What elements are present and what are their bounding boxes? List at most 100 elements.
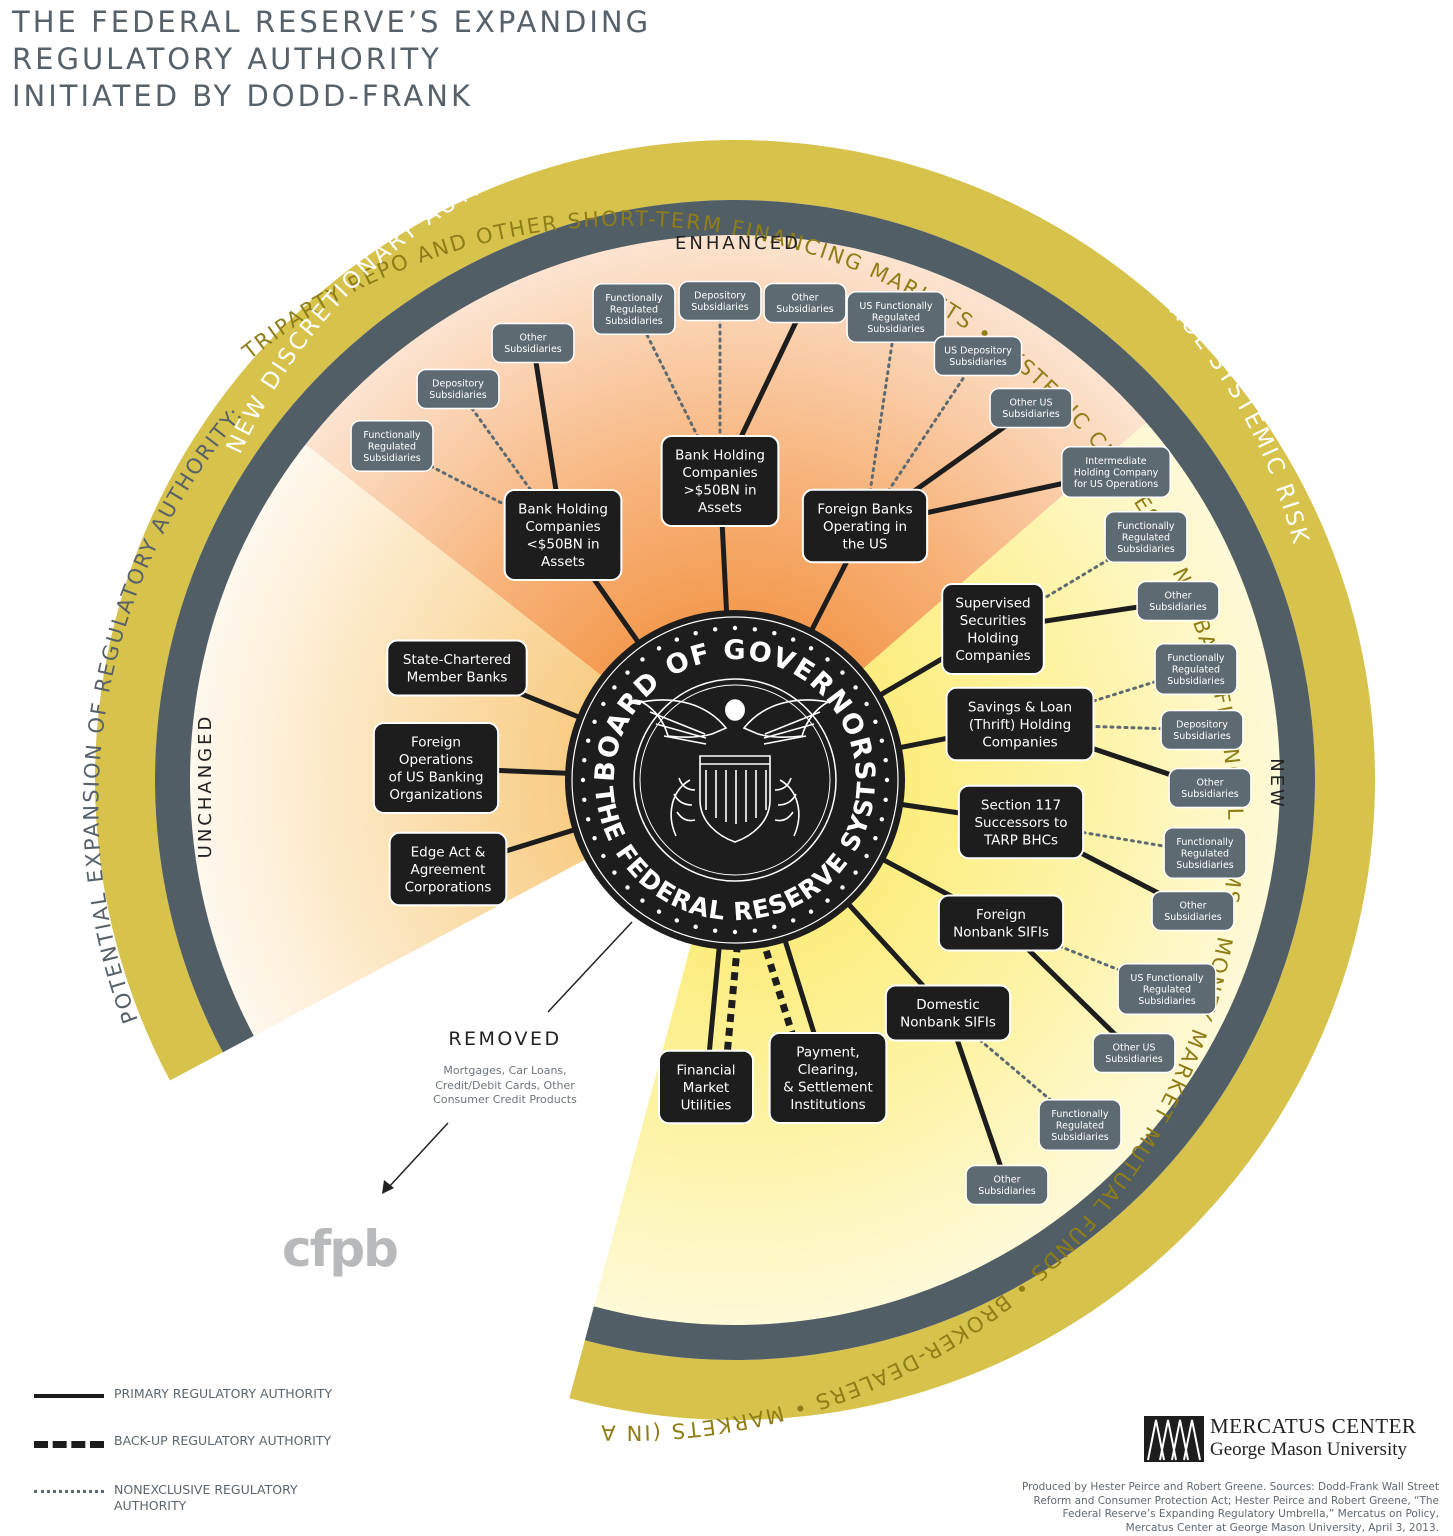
seal-star	[612, 685, 617, 690]
seal-star	[879, 738, 885, 743]
seal-star	[732, 625, 738, 631]
seal-star	[693, 924, 698, 930]
legend-dashed-line	[34, 1441, 104, 1448]
node-label-line: Companies	[982, 734, 1057, 750]
seal-star	[674, 637, 680, 642]
seal-star	[864, 701, 869, 707]
node-label-line: Bank Holding	[518, 502, 608, 518]
node-label-line: Bank Holding	[675, 448, 765, 464]
node-box	[388, 831, 508, 907]
seal-star	[884, 777, 890, 783]
node-label-line: Regulated	[368, 441, 416, 452]
node-box	[801, 488, 929, 564]
mercatus-name: MERCATUS CENTER	[1210, 1414, 1417, 1438]
node-label-line: Other	[520, 333, 547, 344]
seal-star	[772, 630, 777, 636]
seal-star	[625, 670, 630, 675]
node-label-line: Agreement	[411, 862, 486, 878]
node-label-line: Subsidiaries	[691, 302, 749, 313]
node-label-line: Assets	[698, 500, 742, 516]
node-box	[884, 984, 1012, 1042]
node-label-line: Depository	[432, 379, 484, 390]
seal-star	[772, 924, 777, 930]
seal-star	[580, 777, 586, 783]
node-label-line: Subsidiaries	[1167, 676, 1225, 687]
seal-star	[840, 670, 845, 675]
seal-star	[873, 719, 878, 725]
seal-star	[864, 853, 869, 859]
node-label-line: Nonbank SIFIs	[900, 1015, 996, 1031]
seal-star	[732, 929, 738, 935]
legend-solid-line	[34, 1394, 104, 1398]
subsidiary-box	[1168, 767, 1252, 809]
node-label-line: Clearing,	[798, 1062, 858, 1078]
sector-label-new: NEW	[1266, 758, 1287, 810]
node-label-line: Subsidiaries	[1181, 789, 1239, 800]
subsidiary-box	[763, 282, 847, 324]
seal-star	[582, 757, 587, 763]
node-label-line: Subsidiaries	[1176, 860, 1234, 871]
node-label-line: Nonbank SIFIs	[953, 925, 1049, 941]
node-label-line: Subsidiaries	[867, 324, 925, 335]
subsidiary-box	[491, 322, 575, 364]
legend-label: PRIMARY REGULATORY AUTHORITY	[114, 1386, 333, 1401]
node-label-line: Securities	[960, 613, 1027, 629]
node-label-line: Assets	[541, 554, 585, 570]
subsidiary-box	[1136, 580, 1220, 622]
node-label-line: Corporations	[405, 879, 492, 895]
seal-star	[601, 701, 606, 707]
seal-star	[656, 646, 662, 651]
mercatus-subtitle: George Mason University	[1210, 1439, 1408, 1460]
node-payment: Payment,Clearing,& SettlementInstitution…	[768, 1032, 888, 1124]
seal-star	[712, 928, 718, 933]
seal-star	[693, 630, 698, 636]
title-line: INITIATED BY DODD-FRANK	[12, 79, 473, 113]
subsidiary-box	[933, 335, 1023, 377]
node-label-line: Foreign	[976, 907, 1026, 923]
node-label-line: for US Operations	[1074, 479, 1158, 490]
legend-label: BACK-UP REGULATORY AUTHORITY	[114, 1433, 332, 1448]
seal-star	[752, 627, 758, 632]
seal-star	[790, 918, 796, 923]
node-label-line: Regulated	[1122, 532, 1170, 543]
node-label-line: <$50BN in	[526, 537, 599, 553]
node-label-line: Edge Act &	[411, 844, 486, 860]
seal-inner-rim	[639, 684, 831, 876]
node-label-line: Depository	[1176, 720, 1228, 731]
subsidiary-box	[1163, 827, 1247, 879]
node-label-line: Depository	[694, 291, 746, 302]
node-label-line: the US	[843, 536, 888, 552]
node-label-line: Holding	[967, 631, 1019, 647]
seal-star	[853, 870, 858, 875]
seal-star	[752, 928, 758, 933]
seal-center	[633, 678, 837, 882]
seal-star	[712, 627, 718, 632]
node-label-line: Other US	[1010, 398, 1053, 409]
seal-star	[585, 738, 591, 743]
node-box	[660, 435, 780, 527]
seal-star	[825, 657, 830, 662]
node-label-line: Holding Company	[1074, 467, 1159, 478]
removed-pointer-line	[547, 921, 633, 1013]
node-label-line: Subsidiaries	[1138, 996, 1196, 1007]
node-label-line: Supervised	[955, 596, 1030, 612]
